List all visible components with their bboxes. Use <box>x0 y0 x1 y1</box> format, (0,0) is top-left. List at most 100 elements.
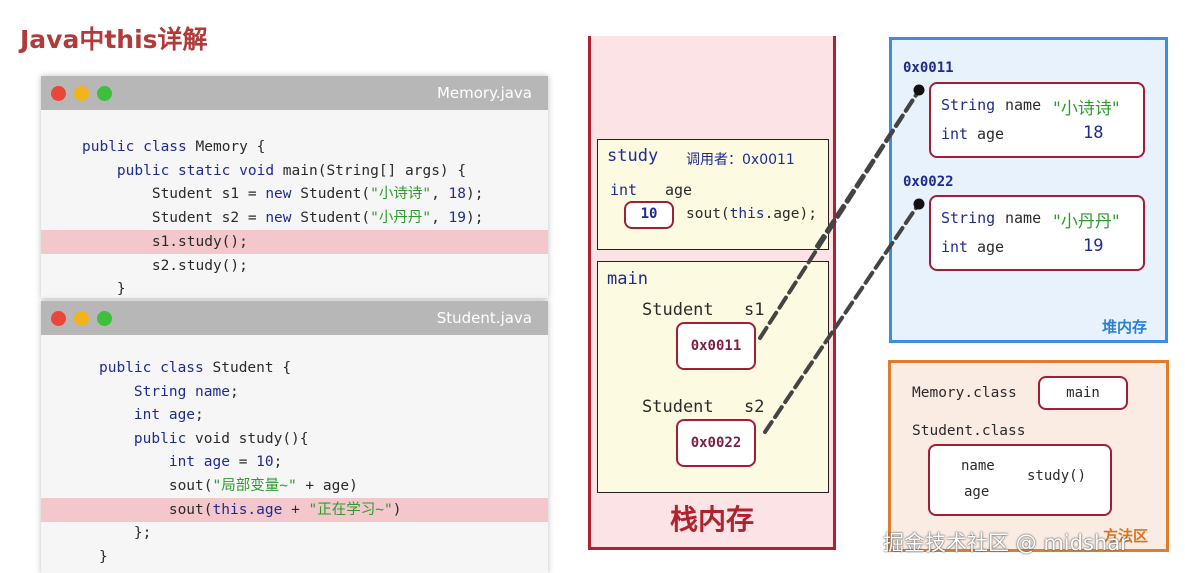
sout-start: sout( <box>686 206 730 222</box>
code-token: 19 <box>448 210 466 227</box>
s1-reference-arrow <box>758 90 920 340</box>
window-file-name: Memory.java <box>436 84 532 102</box>
object1-arrow-head <box>913 84 925 96</box>
object1-field1-type: String <box>941 96 996 114</box>
s2-ref: 0x0022 <box>690 435 742 451</box>
heap-memory-label: 堆内存 <box>1101 318 1147 336</box>
object1-field1-name: name <box>1005 96 1042 114</box>
code-token: 10 <box>256 454 274 471</box>
code-token: Student s1 = <box>82 186 266 203</box>
code-line: public static void main(String[] args) { <box>41 159 548 183</box>
object2-field2-type: int <box>941 238 969 256</box>
object2-field2-name: age <box>977 238 1005 256</box>
code-token: ); <box>466 186 484 203</box>
main-method-label: main <box>1066 385 1100 401</box>
code-token: new <box>265 210 301 227</box>
code-token: } <box>82 281 126 298</box>
code-token: main(String[] args) { <box>282 162 467 179</box>
code-line: sout(this.age + "正在学习~") <box>41 497 548 522</box>
code-token: } <box>99 548 108 565</box>
code-token: public static void <box>82 162 283 179</box>
object1-field2-name: age <box>977 125 1005 143</box>
code-token: Student { <box>212 360 292 376</box>
method-area-label: 方法区 <box>1102 527 1148 545</box>
caller-label-text: 调用者： <box>686 152 742 168</box>
code-line: public class Memory { <box>41 135 548 159</box>
code-line: s1.study(); <box>41 229 548 254</box>
object2-field1-type: String <box>941 209 996 227</box>
stack-memory: study 调用者：0x0011 int age 10 sout(this.ag… <box>588 36 836 550</box>
code-line: s2.study(); <box>41 254 548 278</box>
code-line: public class Student { <box>41 356 548 380</box>
code-line: int age; <box>41 403 548 427</box>
object2-field1-name: name <box>1005 209 1042 227</box>
code-token: this.age <box>212 501 283 518</box>
object2-box: String name "小丹丹" int age 19 <box>929 195 1145 271</box>
page-title: Java中this详解 <box>20 25 208 54</box>
caller-address: 0x0011 <box>742 152 795 168</box>
student-java-window: Student.java public class Student { Stri… <box>41 301 548 573</box>
method-area: Memory.class main Student.class name age… <box>888 360 1169 552</box>
close-dot-icon <box>51 86 66 101</box>
object2-field1-value: "小丹丹" <box>1053 212 1120 232</box>
s1-ref-box: 0x0011 <box>676 322 756 370</box>
code-token: s1.study(); <box>82 233 248 250</box>
local-age-value-box: 10 <box>624 201 674 229</box>
code-line: public void study(){ <box>41 427 548 451</box>
code-token: Student s2 = <box>82 210 266 227</box>
object2-arrow-head <box>913 198 925 210</box>
code-token: + <box>282 501 309 518</box>
code-line: sout("局部变量~" + age) <box>41 474 548 498</box>
close-dot-icon <box>51 311 66 326</box>
memory-java-window: Memory.java public class Memory { public… <box>41 76 548 298</box>
code-token: public <box>99 430 196 447</box>
object1-field1-value: "小诗诗" <box>1053 99 1120 119</box>
code-line: String name; <box>41 380 548 404</box>
code-token: public class <box>82 139 196 155</box>
code-token: 18 <box>448 186 466 203</box>
code-token: String name <box>99 383 230 400</box>
window-title-bar: Student.java <box>41 301 548 335</box>
study-frame-name: study <box>607 146 659 166</box>
object1-field2-type: int <box>941 125 969 143</box>
code-token: sout( <box>99 501 213 518</box>
student-field-age: age <box>964 484 990 500</box>
caller-label: 调用者：0x0011 <box>686 149 795 169</box>
code-token: "小丹丹" <box>370 210 432 227</box>
student-method-study: study() <box>1027 468 1087 484</box>
window-file-name: Student.java <box>436 309 532 327</box>
sout-statement: sout(this.age); <box>686 206 817 222</box>
study-frame: study 调用者：0x0011 int age 10 sout(this.ag… <box>597 139 829 250</box>
main-method-box: main <box>1038 376 1128 410</box>
code-line: } <box>41 545 548 569</box>
main-frame-name: main <box>607 269 648 289</box>
code-token: "小诗诗" <box>370 186 432 203</box>
code-token: Student( <box>300 210 371 227</box>
object1-address: 0x0011 <box>903 60 954 76</box>
code-token: void study(){ <box>195 430 309 447</box>
student-class-box: name age study() <box>928 444 1112 516</box>
code-token: ; <box>195 407 204 424</box>
object2-field2-value: 19 <box>1083 236 1104 256</box>
sout-end: .age); <box>764 206 817 222</box>
code-token: + age) <box>296 478 358 494</box>
code-token: "局部变量~" <box>212 478 297 494</box>
main-frame: main Student s1 0x0011 Student s2 0x0022 <box>597 261 829 493</box>
maximize-dot-icon <box>97 311 112 326</box>
code-token: , <box>431 186 449 203</box>
this-keyword: this <box>729 206 765 222</box>
student-class-label: Student.class <box>912 423 1026 439</box>
code-line: }; <box>41 521 548 545</box>
s1-type: Student <box>642 300 714 320</box>
code-line: } <box>41 277 548 301</box>
code-line: Student s1 = new Student("小诗诗", 18); <box>41 182 548 206</box>
local-var-type: int <box>610 181 638 199</box>
heap-memory: 0x0011 String name "小诗诗" int age 18 0x00… <box>889 37 1168 343</box>
s2-type: Student <box>642 397 714 417</box>
code-token: int age <box>99 454 239 471</box>
code-token: Memory { <box>195 139 266 155</box>
minimize-dot-icon <box>74 311 89 326</box>
code-token: ); <box>466 210 484 227</box>
maximize-dot-icon <box>97 86 112 101</box>
